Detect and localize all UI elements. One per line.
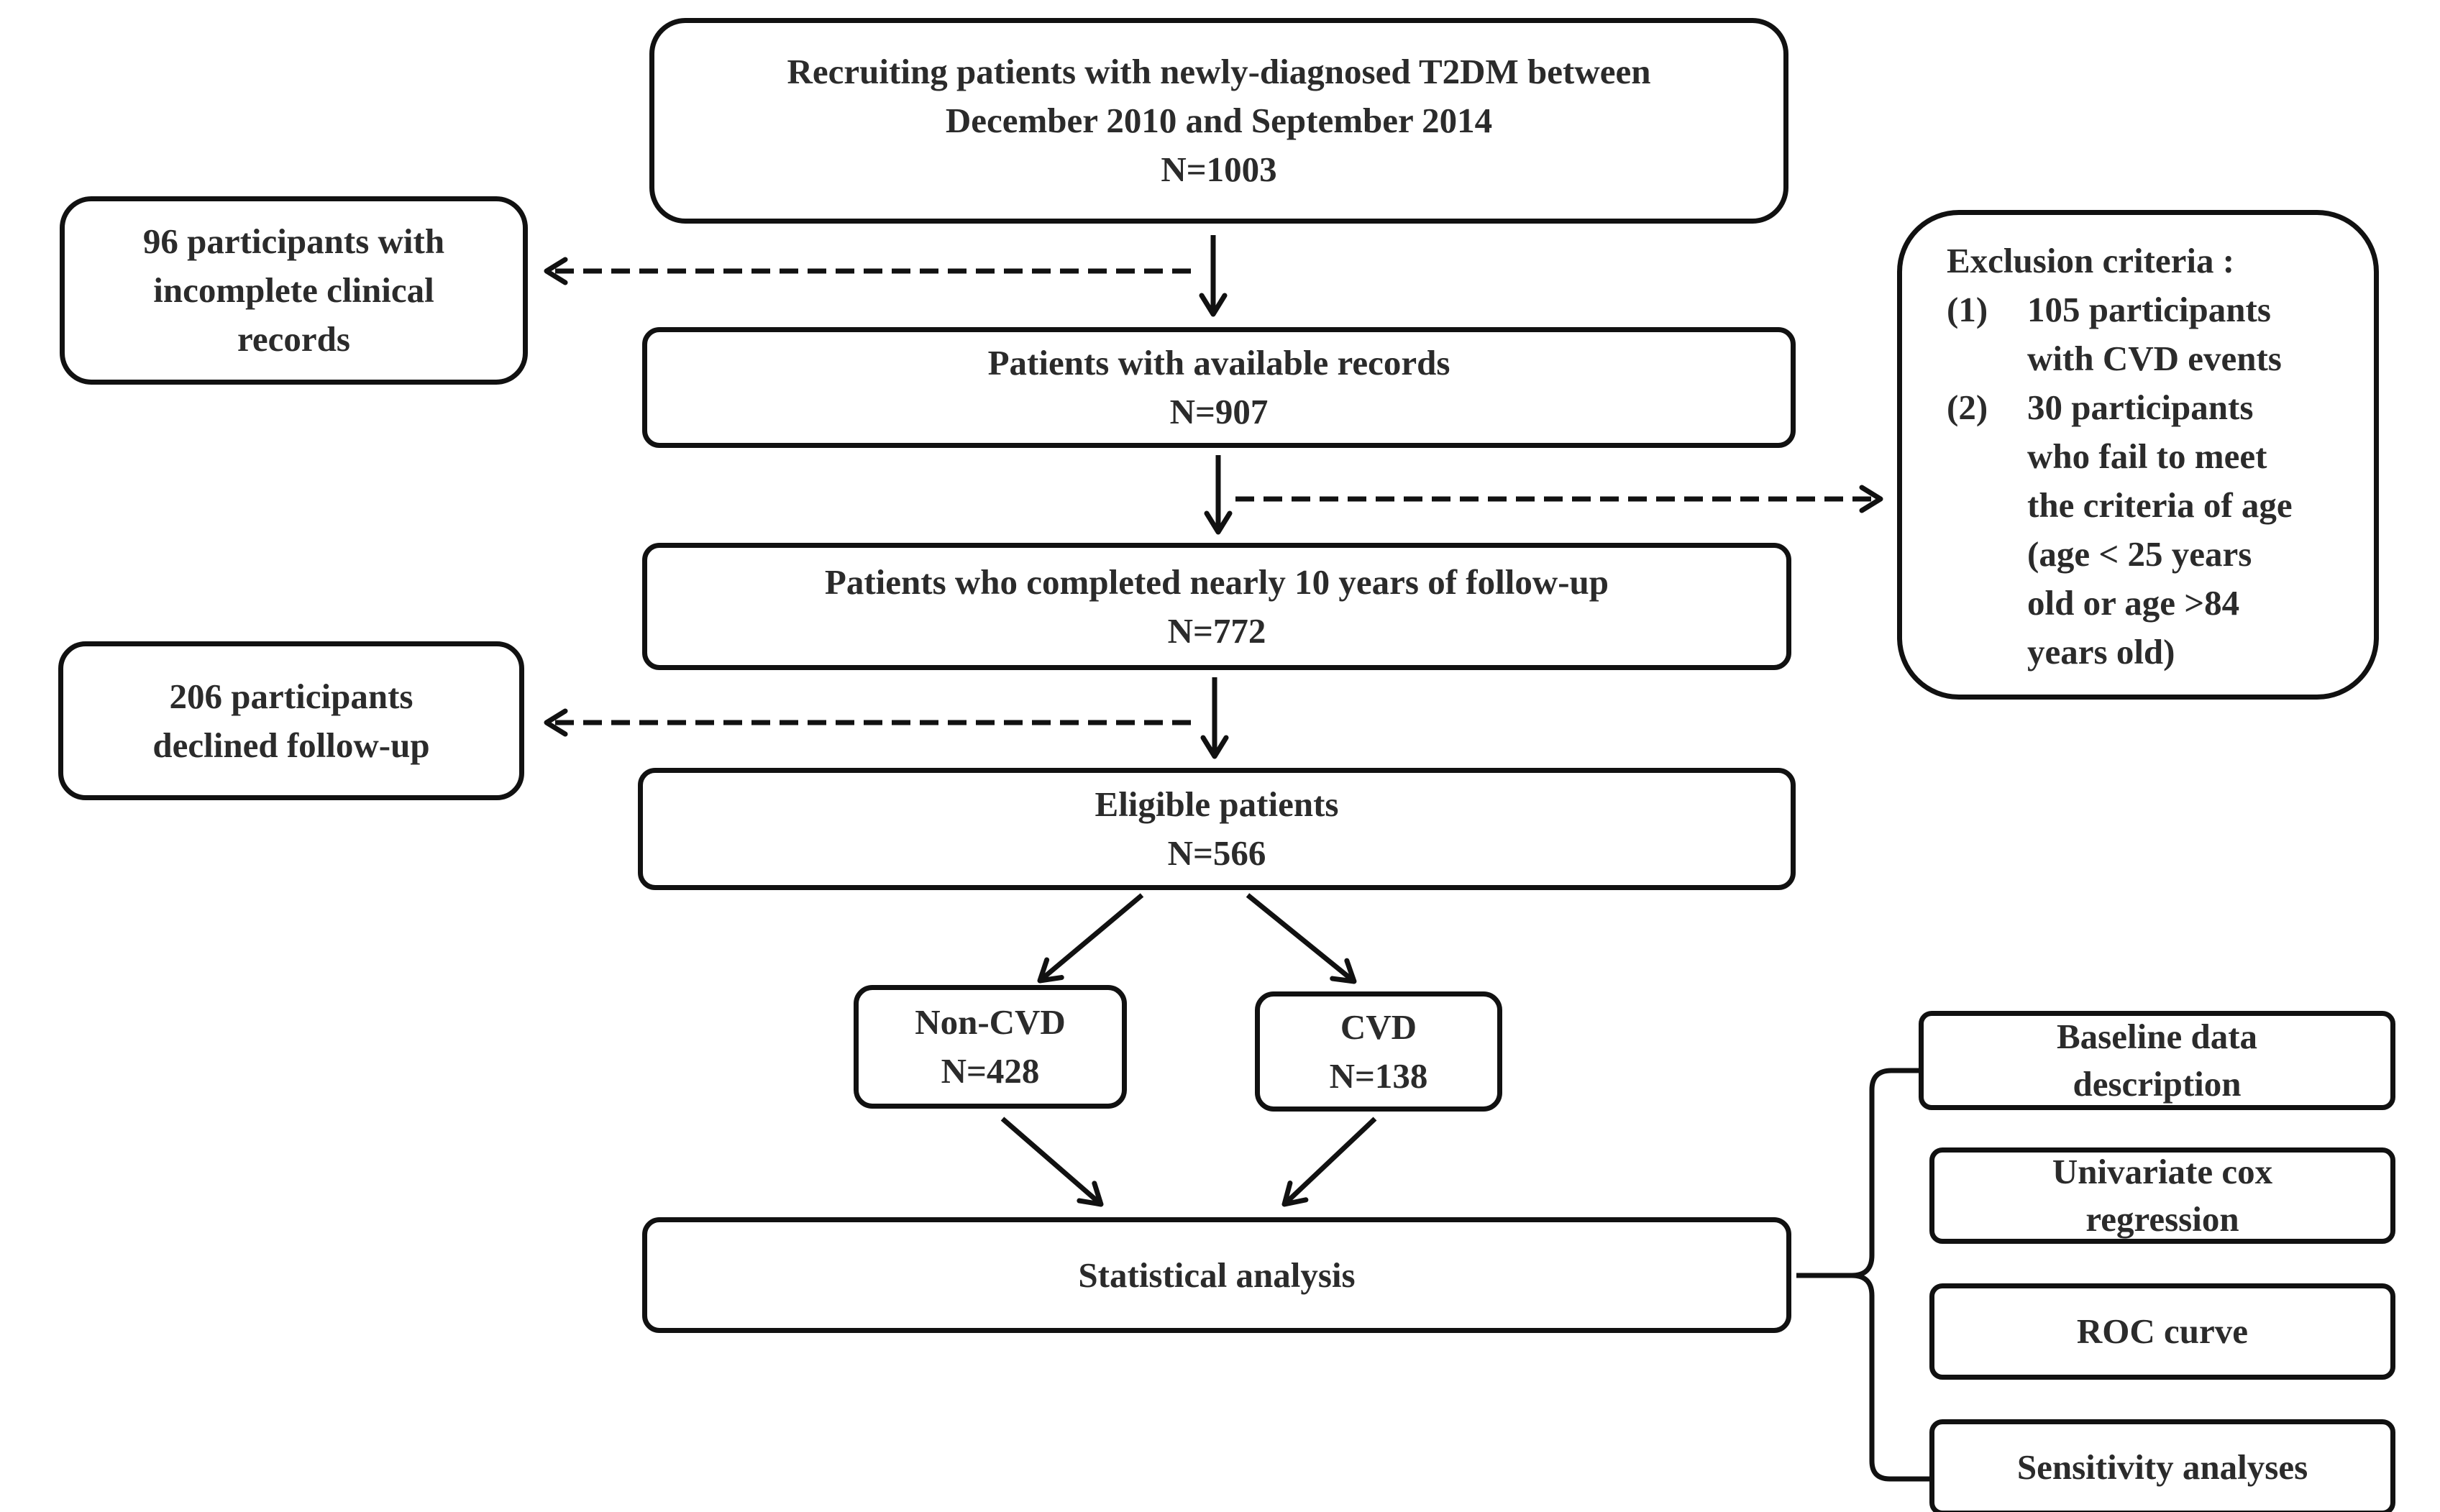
recruitment-count: N=1003 (1161, 150, 1277, 189)
cvd-count: N=138 (1329, 1055, 1428, 1096)
non-cvd-label: Non-CVD (915, 1002, 1066, 1042)
sensitivity-analyses-box: Sensitivity analyses (1929, 1419, 2395, 1512)
exclusion-criterion-1-number: (1) (1947, 290, 1988, 329)
cvd-group-box: CVD N=138 (1255, 991, 1502, 1112)
available-records-count: N=907 (1169, 392, 1269, 431)
followup-count: N=772 (1167, 610, 1266, 651)
arrow-noncvd-to-stats (1000, 1117, 1104, 1207)
recruitment-text-line-1: Recruiting patients with newly-diagnosed… (787, 52, 1651, 91)
exclusion-criterion-2-number: (2) (1947, 388, 1988, 427)
available-records-label: Patients with available records (987, 343, 1450, 382)
declined-followup-line-2: declined follow-up (152, 725, 430, 765)
incomplete-records-line-3: records (237, 319, 350, 359)
eligible-patients-label: Eligible patients (1095, 784, 1339, 824)
incomplete-records-box: 96 participants with incomplete clinical… (60, 196, 528, 385)
arrow-eligible-to-cvd (1246, 893, 1357, 984)
exclusion-criterion-2-line-6: years old) (2027, 632, 2175, 672)
baseline-description-box: Baseline data description (1919, 1011, 2395, 1110)
non-cvd-group-box: Non-CVD N=428 (854, 985, 1127, 1109)
sensitivity-analyses-label: Sensitivity analyses (2016, 1447, 2308, 1487)
recruitment-box: Recruiting patients with newly-diagnosed… (649, 18, 1788, 224)
incomplete-records-line-1: 96 participants with (142, 221, 445, 261)
exclusion-criteria-box: Exclusion criteria : (1) 105 participant… (1897, 210, 2379, 700)
declined-followup-line-1: 206 participants (169, 676, 413, 716)
incomplete-records-line-2: incomplete clinical (153, 270, 434, 310)
exclusion-criterion-1-line-1: 105 participants (2027, 290, 2271, 329)
eligible-patients-count: N=566 (1167, 833, 1266, 873)
exclusion-criterion-2-line-5: old or age >84 (2027, 583, 2240, 623)
statistical-analysis-box: Statistical analysis (642, 1217, 1791, 1333)
univariate-cox-box: Univariate cox regression (1929, 1147, 2395, 1244)
statistical-analysis-label: Statistical analysis (1078, 1255, 1356, 1295)
non-cvd-count: N=428 (941, 1051, 1040, 1091)
exclusion-criterion-2-line-3: the criteria of age (2027, 485, 2293, 525)
analysis-brace (1796, 1068, 1929, 1482)
declined-followup-box: 206 participants declined follow-up (58, 641, 524, 800)
recruitment-text-line-2: December 2010 and September 2014 (945, 101, 1493, 140)
eligible-patients-box: Eligible patients N=566 (638, 768, 1796, 890)
univariate-cox-line-1: Univariate cox (2052, 1152, 2273, 1191)
roc-curve-label: ROC curve (2076, 1311, 2249, 1351)
baseline-description-line-1: Baseline data (2056, 1017, 2258, 1056)
univariate-cox-line-2: regression (2085, 1199, 2239, 1239)
roc-curve-box: ROC curve (1929, 1283, 2395, 1380)
followup-box: Patients who completed nearly 10 years o… (642, 543, 1791, 670)
arrow-eligible-to-noncvd (1037, 893, 1144, 984)
exclusion-criterion-2-line-2: who fail to meet (2027, 436, 2267, 476)
exclusion-criterion-2-line-4: (age < 25 years (2027, 534, 2252, 574)
followup-label: Patients who completed nearly 10 years o… (824, 562, 1609, 602)
exclusion-criteria-title: Exclusion criteria : (1947, 241, 2235, 280)
arrow-cvd-to-stats (1281, 1117, 1377, 1207)
exclusion-criterion-1: (1) 105 participants with CVD events (1947, 285, 2374, 383)
exclusion-criterion-1-line-2: with CVD events (2027, 339, 2282, 378)
exclusion-criterion-2-line-1: 30 participants (2027, 388, 2254, 427)
cvd-label: CVD (1340, 1007, 1417, 1047)
baseline-description-line-2: description (2073, 1064, 2242, 1104)
exclusion-criterion-2: (2) 30 participants who fail to meet the… (1947, 383, 2374, 677)
available-records-box: Patients with available records N=907 (642, 327, 1796, 448)
